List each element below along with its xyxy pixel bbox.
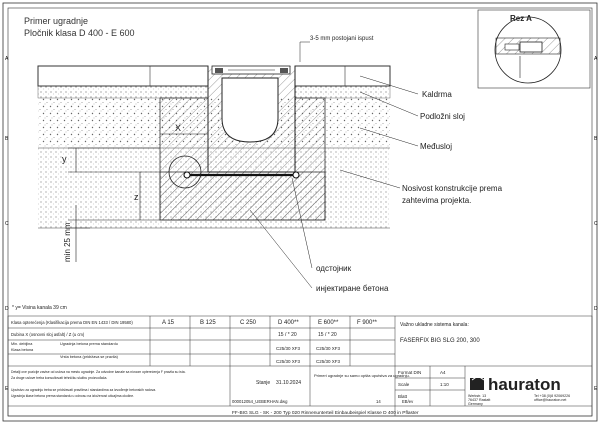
title-line-1: Primer ugradnje <box>24 16 88 26</box>
stand-label: Stanje <box>256 380 270 386</box>
frame-letter-b-right: B <box>594 136 598 142</box>
row4-e: C25/30 XF3 <box>316 359 341 364</box>
class-d400: D 400** <box>278 320 299 326</box>
row3-e: C25/30 XF3 <box>316 346 341 351</box>
frame-letter-c: C <box>5 221 9 227</box>
notes-line-2: Za druge uslove treba konsultovati tehni… <box>11 376 107 380</box>
stand-date: 31.10.2024 <box>276 380 301 386</box>
class-a15: A 15 <box>162 320 175 326</box>
bedding-layer-left <box>37 85 209 99</box>
dim-y-label: y <box>62 154 67 164</box>
concrete-base <box>159 171 326 221</box>
notes-line-3: Uputstvo za ugradnju treba se pridržavat… <box>11 388 156 392</box>
dimension-lines <box>68 133 208 262</box>
tel: Tel +38 (0)8 92069226 <box>534 394 570 398</box>
row2-e: 15 / * 20 <box>318 332 337 338</box>
row1-label: Klasa opterećenja (Klasifikacija prema D… <box>11 320 133 325</box>
title-line-2: Pločnik klasa D 400 - E 600 <box>24 28 135 38</box>
suitable-label: Važno ukladne sistema kanala: <box>400 322 469 328</box>
detail-rez-a: Rez A <box>477 9 591 89</box>
label-structure-2: zahtevima projekta. <box>402 196 471 205</box>
addr-1: Werkstr. 13 <box>468 394 486 398</box>
addr-2: 76437 Rastatt <box>468 398 490 402</box>
brand-name: hauraton <box>488 375 561 394</box>
label-intermediate: Međusloj <box>420 142 452 151</box>
label-paving: Kaldrma <box>422 90 452 99</box>
title-block <box>7 315 593 417</box>
leader-lines <box>249 75 419 289</box>
label-grout: инјектиране бетона <box>316 284 389 293</box>
sheet-label: Blatt <box>398 394 408 399</box>
small-note: * y= Visina kanala 39 cm <box>12 305 67 311</box>
format-value: A4 <box>440 370 446 375</box>
row3-label-c: Ugradnja betona prema standardu <box>60 342 118 346</box>
drawing-index: 14 <box>376 399 381 404</box>
frame-letter-a-right: A <box>594 56 598 62</box>
row2-d: 15 / * 20 <box>278 332 297 338</box>
row2-label: Dubina X (osnovni sloj asfalt) / Z (u cm… <box>11 332 85 337</box>
class-b125: B 125 <box>200 320 216 326</box>
class-e600: E 600** <box>318 320 339 326</box>
frame-letter-a: A <box>5 56 9 62</box>
frame-letter-e: E <box>5 386 9 392</box>
format-label: Format DIN <box>398 370 421 375</box>
class-c250: C 250 <box>240 320 257 326</box>
scale-value: 1:10 <box>440 382 449 387</box>
hauraton-logo: hauraton <box>470 375 561 394</box>
channel-body <box>207 65 296 173</box>
label-subbase: Podložni sloj <box>420 112 465 121</box>
product-name: FASERFIX BIG SLG 200, 300 <box>400 338 480 344</box>
frame-letter-c-right: C <box>594 221 598 227</box>
notes-line-4: Ugradnja klase betona prema standardu u … <box>11 394 134 398</box>
channel-cavity <box>221 77 279 143</box>
row3-d: C25/30 XF3 <box>276 346 301 351</box>
label-structure-1: Nosivost konstrukcije prema <box>402 184 503 193</box>
frame-letter-e-right: E <box>594 386 598 392</box>
detail-label: Rez A <box>510 14 532 23</box>
notes-line-1: Detalji ove pozicije zavise od uslova na… <box>11 370 186 374</box>
dim-min-label: min 25 mm <box>63 222 72 262</box>
detail-marker <box>168 155 202 189</box>
scale-label: Scale <box>398 382 410 387</box>
dim-x-label: X <box>175 123 181 133</box>
gap-note: 3-5 mm postojani ispust <box>310 36 374 42</box>
row3-label-b: Klasa betona <box>11 348 34 352</box>
frame-letter-d-right: D <box>594 306 598 312</box>
row4-label: Vrsta betona (pridržava se pravila) <box>60 355 119 359</box>
row3-label-a: Min. debljina <box>11 342 33 346</box>
row4-d: C25/30 XF3 <box>276 359 301 364</box>
note-box: Primeri ugradnje su samo opšta uputstva … <box>314 373 410 378</box>
drawing-number: 000012054_UEBERHAN.dwg <box>232 399 288 404</box>
class-f900: F 900** <box>357 320 378 326</box>
dim-z-label: z <box>134 192 139 202</box>
web: office@hauraton.net <box>534 398 566 402</box>
bedding-layer-right <box>294 85 391 99</box>
addr-3: Germany <box>468 402 483 406</box>
frame-letter-d: D <box>5 306 9 312</box>
frame-letter-b: B <box>5 136 9 142</box>
ebene: EB/ev <box>402 399 414 404</box>
outer-frame <box>2 2 598 422</box>
footer-description: FF-BIG SLG - SK - 200 Typ 020 Rinnenunte… <box>232 410 419 416</box>
label-spacer: одстојник <box>316 264 352 273</box>
